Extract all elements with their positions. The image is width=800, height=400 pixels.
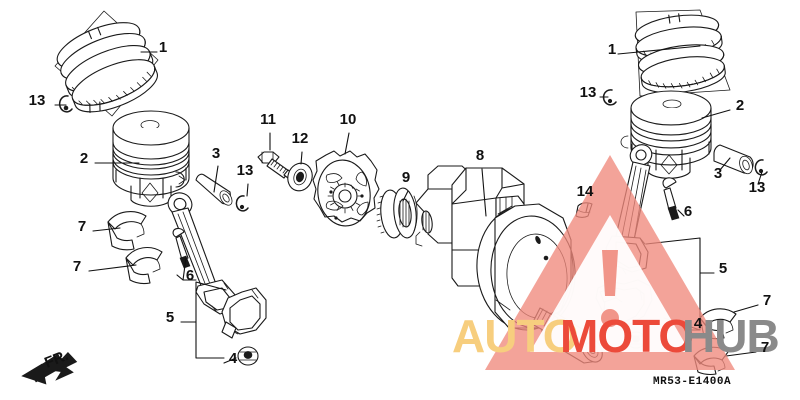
callout-number-flange-bolt: 11 [260, 111, 276, 128]
piston-ring-set-left [54, 10, 159, 117]
front-direction-arrow: FR. [21, 347, 78, 385]
connecting-rod-left [167, 192, 267, 366]
connecting-rod-bearing-left-a [107, 211, 147, 251]
washer-12 [287, 162, 313, 192]
diagram-part-number: MR53-E1400A [653, 376, 731, 388]
callout-number-connecting-rod-bearing: 7 [763, 292, 771, 309]
callout-number-piston-ring-set: 1 [159, 39, 167, 56]
callout-number-crankshaft: 8 [476, 147, 484, 164]
connecting-rod-bearing-left-b [125, 246, 163, 285]
callout-number-washer: 12 [292, 130, 309, 147]
pulse-generator-rotor [312, 150, 380, 227]
callout-number-piston-pin-clip: 13 [237, 162, 254, 179]
callout-number-woodruff-key: 14 [577, 183, 594, 200]
callout-number-piston: 2 [80, 150, 88, 167]
piston-left [112, 110, 190, 207]
callout-number-primary-drive-gear: 9 [402, 169, 410, 186]
piston-pin-left [195, 173, 233, 206]
callout-number-connecting-rod-bolt: 6 [684, 203, 692, 220]
callout-number-connecting-rod-nut: 4 [694, 315, 703, 332]
callout-number-connecting-rod-bolt: 6 [186, 267, 194, 284]
callout-number-connecting-rod-assembly: 5 [719, 260, 727, 277]
callout-number-piston-pin-clip: 13 [749, 179, 766, 196]
callout-number-connecting-rod-bearing: 7 [78, 218, 86, 235]
callout-number-connecting-rod-bearing: 7 [73, 258, 81, 275]
piston-pin-clip-left-b [235, 195, 249, 212]
callout-number-connecting-rod-nut: 4 [229, 350, 238, 367]
callout-number-pulse-generator-rotor: 10 [340, 111, 357, 128]
callout-number-connecting-rod-assembly: 5 [166, 309, 174, 326]
callout-number-piston-pin: 3 [212, 145, 220, 162]
callout-number-connecting-rod-bearing: 7 [761, 339, 769, 356]
callout-number-piston: 2 [736, 97, 744, 114]
callout-number-piston-ring-set: 1 [608, 41, 616, 58]
piston-pin-clip-left-a [58, 95, 73, 113]
callout-number-piston-pin-clip: 13 [580, 84, 597, 101]
piston-pin-clip-right-a [602, 89, 617, 106]
callout-number-piston-pin-clip: 13 [29, 92, 46, 109]
primary-drive-gear [376, 187, 418, 239]
callout-number-piston-pin: 3 [714, 165, 722, 182]
